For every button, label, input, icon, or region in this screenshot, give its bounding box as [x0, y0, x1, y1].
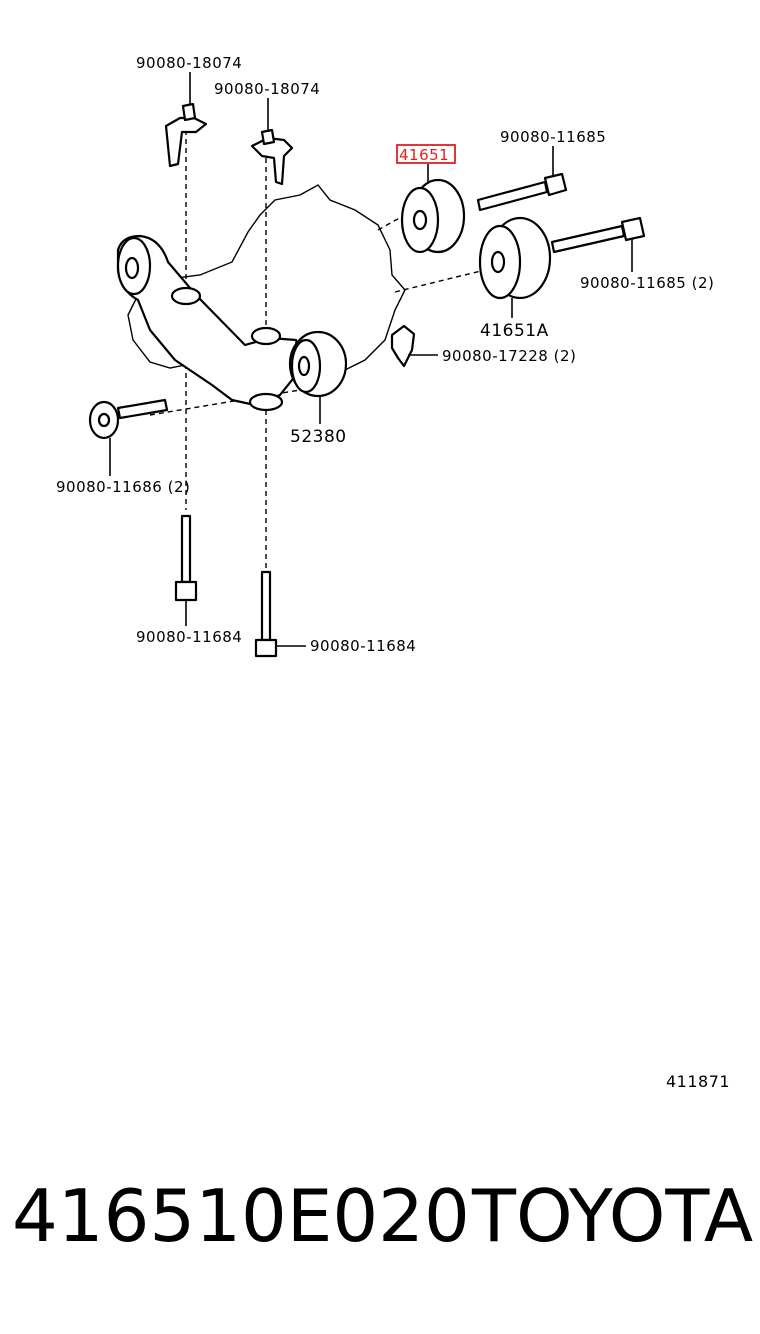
- part-number: 416510E020: [12, 1174, 470, 1258]
- label-90080-18074-b: 90080-18074: [214, 80, 320, 98]
- label-90080-11684-b: 90080-11684: [310, 637, 416, 655]
- label-90080-18074-a: 90080-18074: [136, 54, 242, 72]
- stud-90080-11684-left: [174, 514, 198, 602]
- stud-90080-11684-right: [254, 570, 278, 658]
- brand-name: TOYOTA: [472, 1174, 754, 1258]
- label-90080-11686: 90080-11686 (2): [56, 478, 190, 496]
- clip-90080-18074-right: [250, 136, 294, 186]
- reference-code: 411871: [666, 1072, 731, 1091]
- footer: 416510E020 TOYOTA: [0, 1180, 760, 1290]
- label-90080-11685-a: 90080-11685: [500, 128, 606, 146]
- bolt-90080-11685-lower: [550, 216, 646, 254]
- bolt-90080-11686: [88, 398, 169, 440]
- label-90080-11684-a: 90080-11684: [136, 628, 242, 646]
- bracket-boss-1: [170, 286, 202, 306]
- label-41651: 41651: [399, 146, 449, 164]
- label-90080-17228: 90080-17228 (2): [442, 347, 576, 365]
- parts-diagram: 90080-18074 90080-18074 90080-11685 4165…: [56, 54, 714, 658]
- bushing-52380-hole: [297, 355, 311, 377]
- bracket-boss-2: [250, 326, 282, 346]
- bolt-90080-11685-upper: [476, 172, 568, 212]
- label-90080-11685-b: 90080-11685 (2): [580, 274, 714, 292]
- bracket-bushing-left-inner: [124, 256, 140, 280]
- nut-90080-17228: [390, 324, 416, 368]
- label-52380: 52380: [290, 427, 347, 447]
- bracket-boss-3: [248, 392, 284, 412]
- bushing-41651-hole: [412, 209, 428, 231]
- label-41651a: 41651A: [480, 321, 549, 341]
- bushing-41651a-hole: [490, 250, 506, 274]
- highlight-box-41651: [396, 144, 456, 164]
